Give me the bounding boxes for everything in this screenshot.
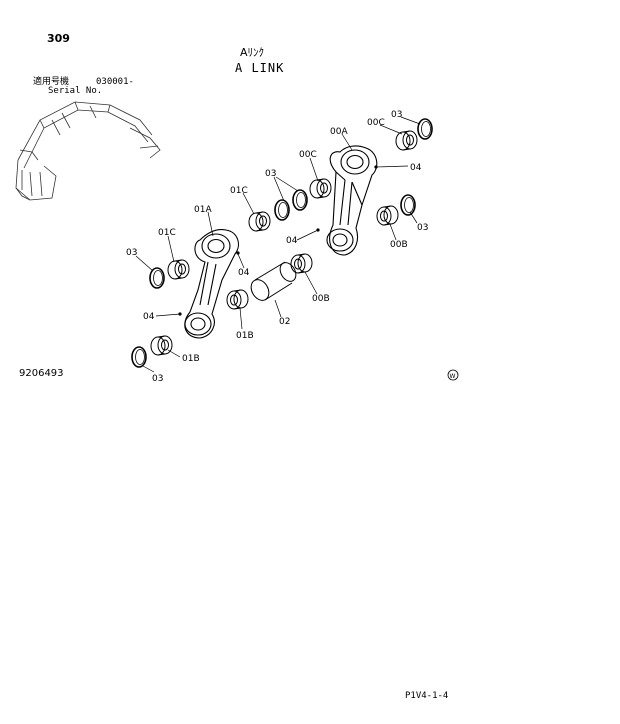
callout-04: 04 [238, 268, 250, 278]
leader-lines [135, 116, 421, 373]
callout-01b: 01B [236, 331, 254, 341]
callout-labels: 03 00C 00A 04 00C 03 01C 01A 01C 03 04 0… [126, 110, 428, 384]
pin-02 [250, 261, 297, 301]
title-english: A LINK [235, 61, 285, 75]
callout-00b: 00B [312, 294, 330, 304]
callout-03: 03 [126, 248, 137, 258]
callout-03: 03 [417, 223, 428, 233]
callout-04: 04 [286, 236, 298, 246]
serial-value: 030001- [96, 77, 134, 87]
callout-01c: 01C [158, 228, 176, 238]
page-code: P1V4-1-4 [405, 691, 449, 701]
page-number: 309 [47, 32, 70, 45]
callout-02: 02 [279, 317, 290, 327]
callout-00b: 00B [390, 240, 408, 250]
callout-01a: 01A [194, 205, 212, 215]
callout-01b: 01B [182, 354, 200, 364]
excavator-thumbnail [15, 101, 161, 201]
callout-04: 04 [410, 163, 422, 173]
callout-00c: 00C [299, 150, 317, 160]
callout-03: 03 [265, 169, 276, 179]
callout-00a: 00A [330, 127, 348, 137]
callout-00c: 00C [367, 118, 385, 128]
callout-01c: 01C [230, 186, 248, 196]
callout-03: 03 [391, 110, 402, 120]
grease-fitting-markers [178, 165, 378, 316]
link-00a [326, 145, 378, 256]
circled-w-symbol: W [447, 369, 459, 381]
title-japanese: Aﾘﾝｸ [240, 46, 265, 59]
symbol-w-text: W [450, 373, 456, 380]
serial-label-japanese: 適用号機 [33, 77, 70, 87]
callout-03: 03 [152, 374, 163, 384]
rings-03 [131, 118, 433, 368]
serial-label-english: Serial No. [48, 86, 103, 96]
link-01a [184, 229, 239, 339]
bushings [150, 130, 418, 356]
illustration-number: 9206493 [19, 368, 64, 379]
callout-04: 04 [143, 312, 155, 322]
